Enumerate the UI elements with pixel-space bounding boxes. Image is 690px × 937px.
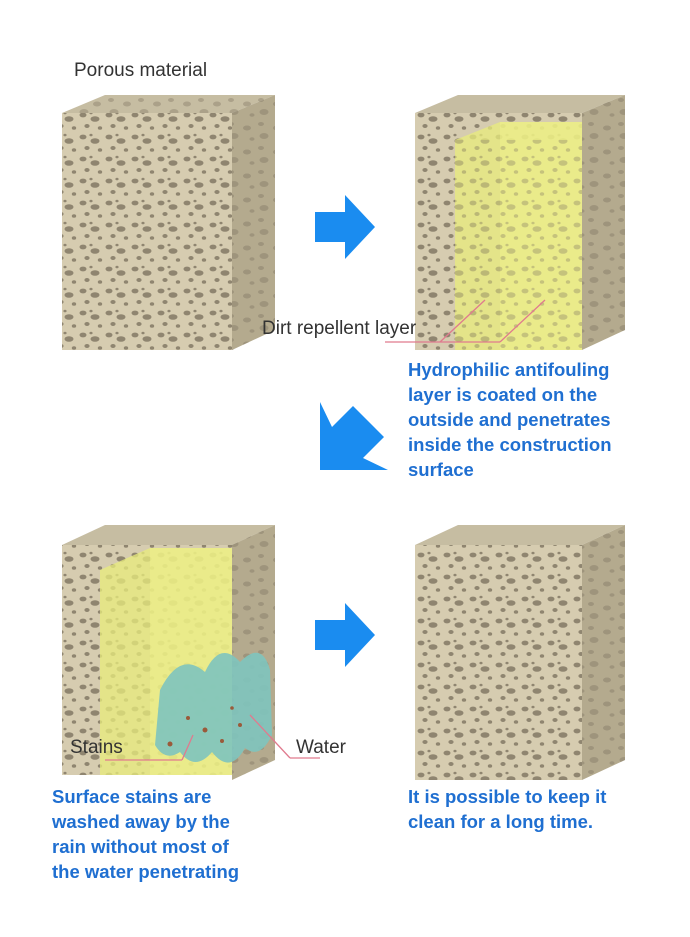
caption-line: inside the construction — [408, 434, 612, 455]
water-flow — [155, 652, 272, 763]
water-label: Water — [296, 737, 346, 758]
stained-block-3 — [62, 525, 275, 780]
arrow-down-left-icon — [320, 402, 388, 470]
stains-pointer-diag — [181, 734, 194, 761]
caption-line: rain without most of — [52, 836, 229, 857]
caption-line: surface — [408, 459, 474, 480]
arrow-right-icon — [315, 195, 375, 259]
step4-caption: It is possible to keep it clean for a lo… — [408, 784, 678, 834]
stains-label: Stains — [70, 737, 123, 758]
caption-line: It is possible to keep it — [408, 786, 607, 807]
caption-line: washed away by the — [52, 811, 230, 832]
caption-line: outside and penetrates — [408, 409, 611, 430]
coated-block-2 — [415, 95, 625, 350]
porous-material-label: Porous material — [74, 60, 208, 81]
caption-line: the water penetrating — [52, 861, 240, 882]
caption-line: Hydrophilic antifouling — [408, 359, 610, 380]
step2-caption: Hydrophilic antifouling layer is coated … — [408, 357, 678, 482]
arrow-right-icon — [315, 603, 375, 667]
water-pointer — [249, 714, 320, 759]
caption-line: Surface stains are — [52, 786, 212, 807]
dirt-layer-pointer — [385, 299, 546, 343]
caption-line: clean for a long time. — [408, 811, 594, 832]
porous-block-1 — [62, 95, 275, 350]
caption-line: layer is coated on the — [408, 384, 598, 405]
clean-block-4 — [415, 525, 625, 780]
dirt-repellent-layer-label: Dirt repellent layer — [262, 318, 417, 339]
step3-caption: Surface stains are washed away by the ra… — [52, 784, 312, 884]
